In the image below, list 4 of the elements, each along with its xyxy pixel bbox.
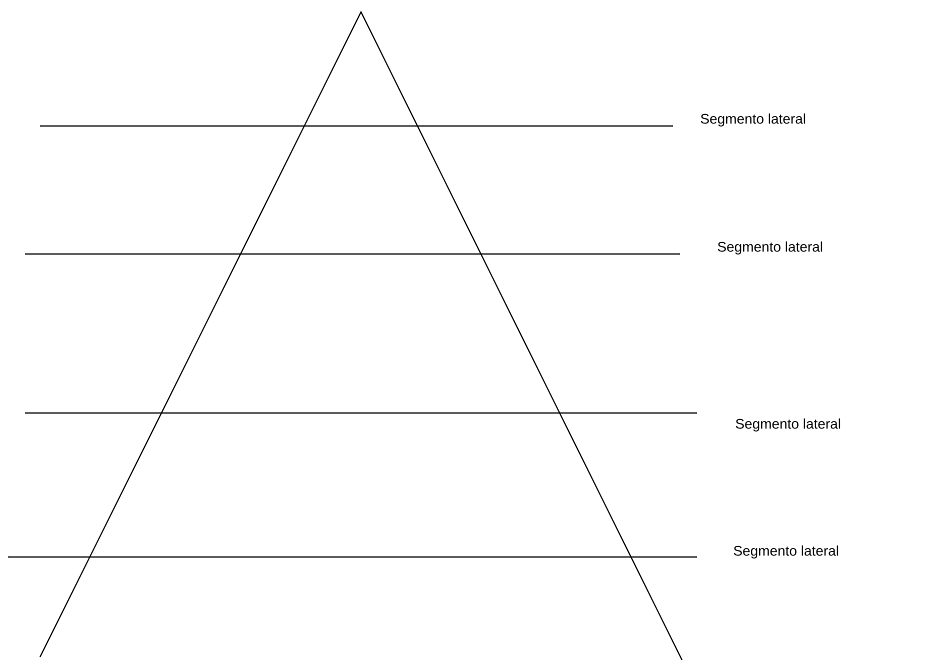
segment-label: Segmento lateral <box>736 418 840 432</box>
segment-label: Segmento lateral <box>734 545 838 559</box>
segment-label: Segmento lateral <box>700 113 806 127</box>
segment-label: Segmento lateral <box>718 241 822 255</box>
